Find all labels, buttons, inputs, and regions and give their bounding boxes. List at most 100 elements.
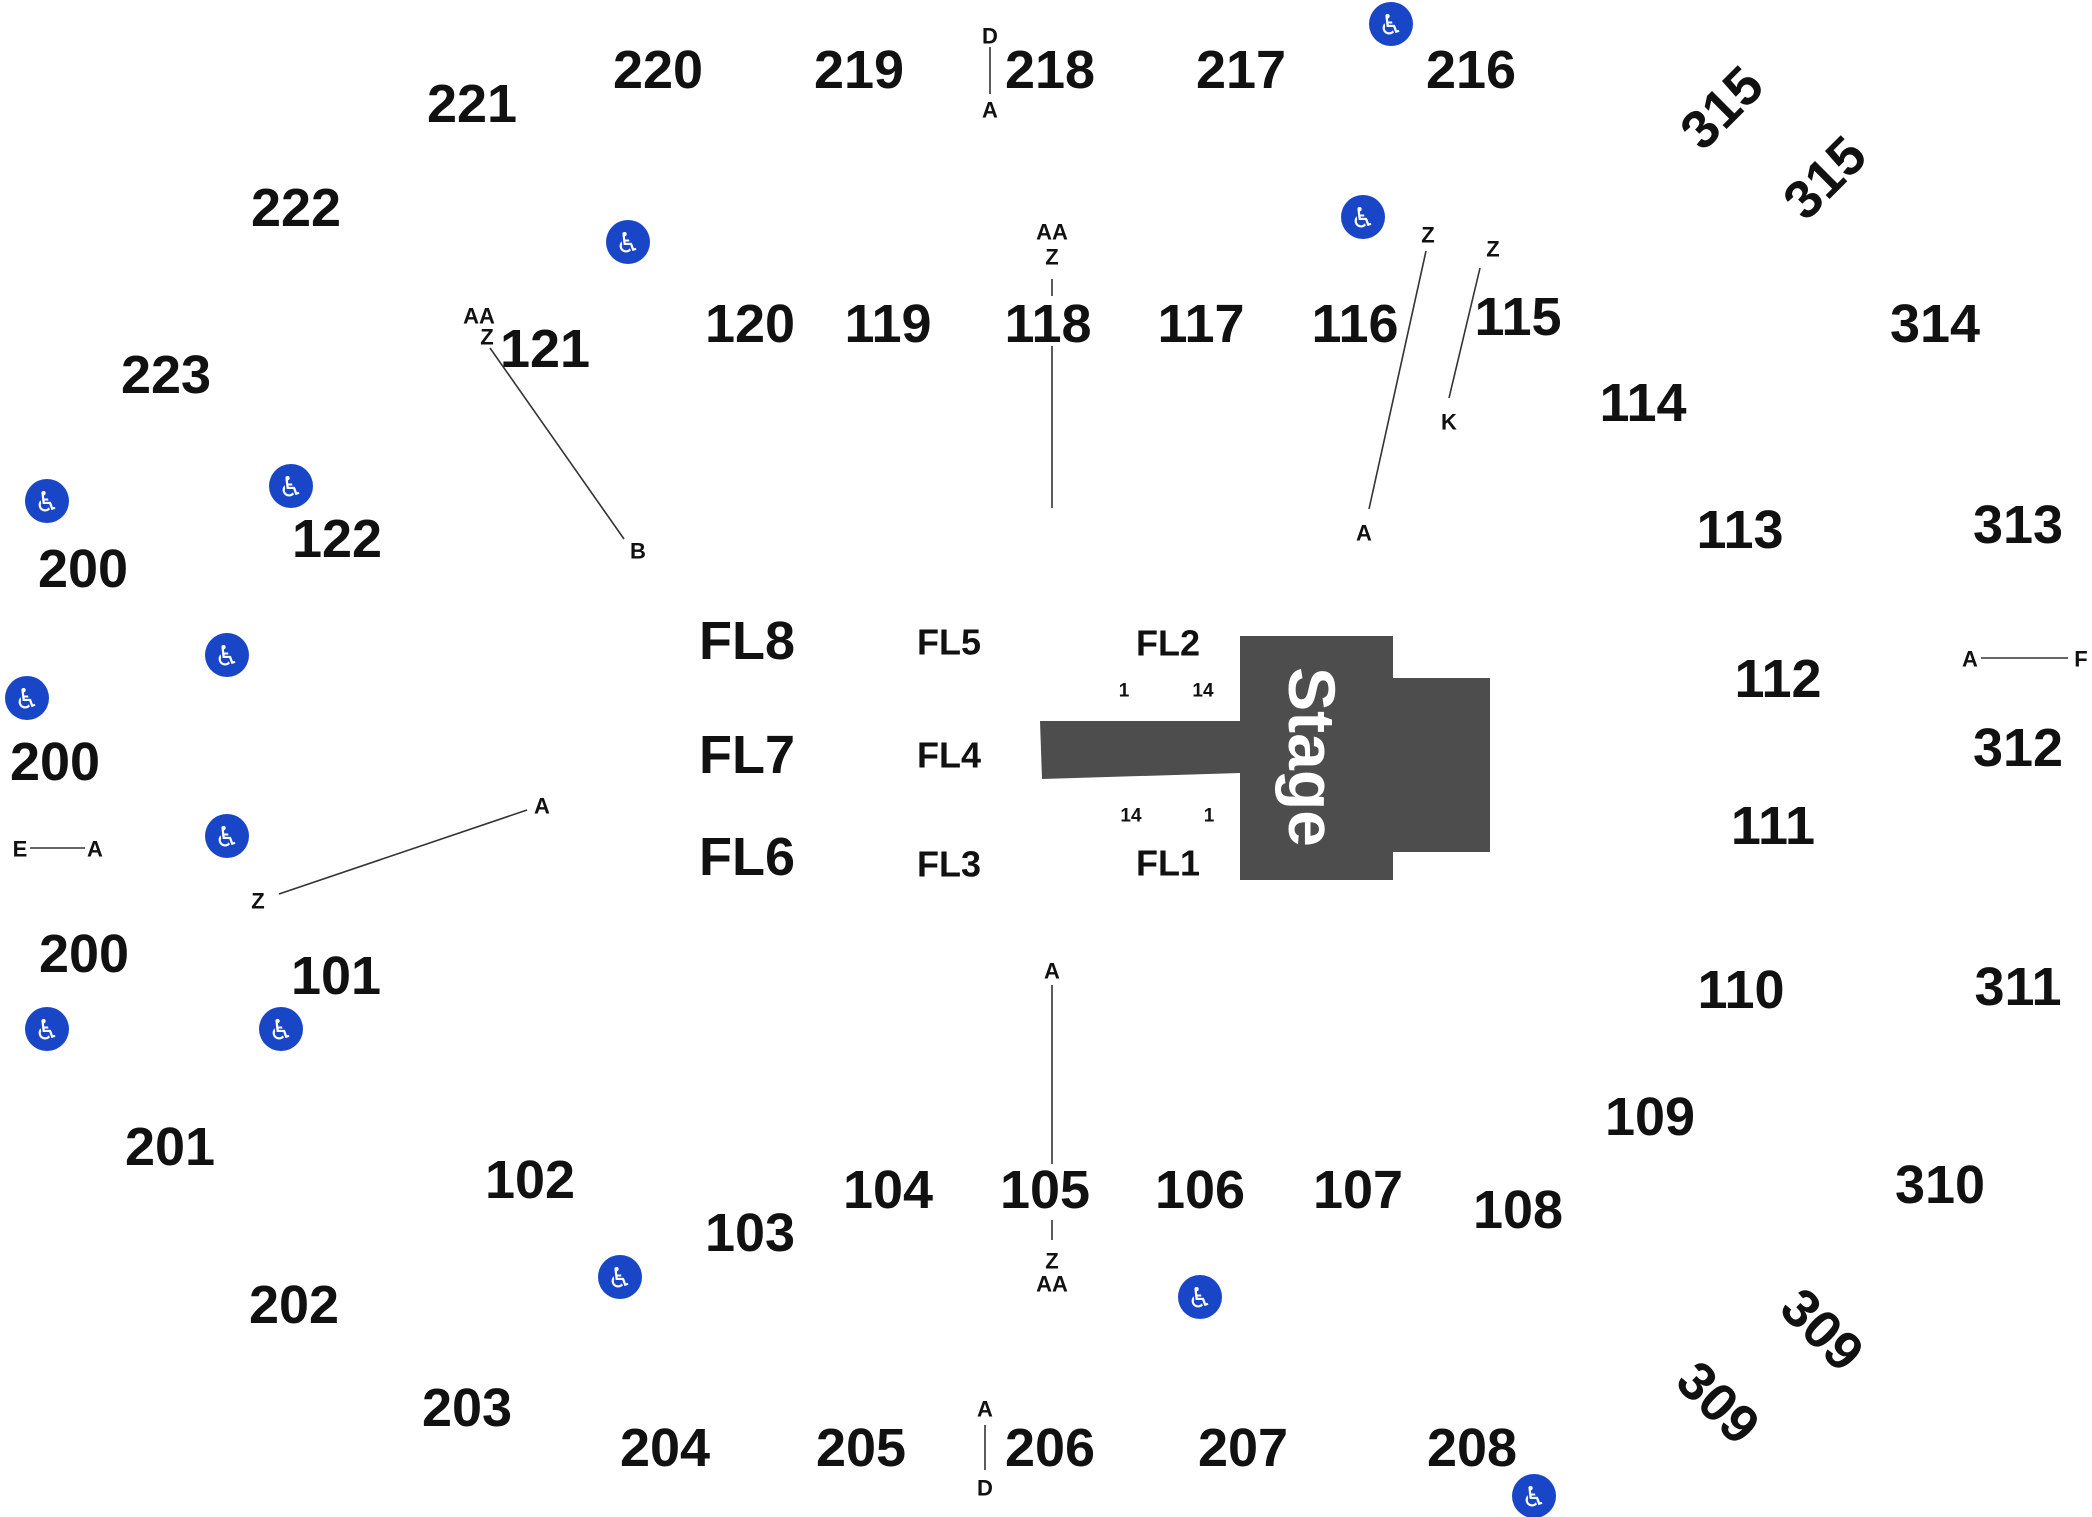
seat-label: 1 [1119, 681, 1130, 702]
wheelchair-icon[interactable]: ♿ [1341, 195, 1385, 239]
svg-text:♿: ♿ [607, 1262, 632, 1295]
floor-sections: FL8 FL7 FL6 FL5 FL4 FL3 FL2 FL1 1 14 14 … [699, 611, 1215, 887]
section-310[interactable]: 310 [1895, 1155, 1985, 1215]
wheelchair-icon[interactable]: ♿ [1512, 1474, 1556, 1517]
section-fl8[interactable]: FL8 [699, 611, 795, 671]
row-label: A [1962, 647, 1978, 672]
section-101[interactable]: 101 [291, 946, 381, 1006]
seat-label: 1 [1204, 806, 1215, 827]
accessibility-markers: ♿ ♿ ♿ ♿ ♿ ♿ ♿ ♿ ♿ ♿ ♿ ♿ ♿ [5, 2, 1556, 1517]
section-113[interactable]: 113 [1696, 500, 1783, 560]
section-200[interactable]: 200 [38, 539, 128, 599]
section-205[interactable]: 205 [816, 1418, 906, 1478]
section-114[interactable]: 114 [1599, 373, 1686, 433]
section-217[interactable]: 217 [1196, 40, 1286, 100]
wheelchair-icon[interactable]: ♿ [598, 1255, 642, 1299]
row-label: K [1441, 410, 1457, 435]
section-312[interactable]: 312 [1973, 718, 2063, 778]
wheelchair-icon[interactable]: ♿ [25, 479, 69, 523]
section-121[interactable]: 121 [500, 319, 590, 379]
section-314[interactable]: 314 [1890, 294, 1980, 354]
row-label: B [630, 539, 646, 564]
section-fl6[interactable]: FL6 [699, 827, 795, 887]
wheelchair-icon[interactable]: ♿ [1369, 2, 1413, 46]
svg-text:♿: ♿ [34, 486, 59, 519]
wheelchair-icon[interactable]: ♿ [205, 814, 249, 858]
wheelchair-icon[interactable]: ♿ [205, 633, 249, 677]
wheelchair-icon[interactable]: ♿ [1178, 1275, 1222, 1319]
section-117[interactable]: 117 [1157, 294, 1244, 354]
section-201[interactable]: 201 [125, 1117, 215, 1177]
wheelchair-icon[interactable]: ♿ [606, 220, 650, 264]
section-116[interactable]: 116 [1311, 294, 1398, 354]
section-109[interactable]: 109 [1605, 1087, 1695, 1147]
section-119[interactable]: 119 [844, 294, 931, 354]
section-207[interactable]: 207 [1198, 1418, 1288, 1478]
section-309[interactable]: 309 [1769, 1277, 1875, 1383]
wheelchair-icon[interactable]: ♿ [5, 676, 49, 720]
section-122[interactable]: 122 [292, 509, 382, 569]
section-fl7[interactable]: FL7 [699, 725, 795, 785]
section-108[interactable]: 108 [1473, 1180, 1563, 1240]
section-206[interactable]: 206 [1005, 1418, 1095, 1478]
svg-text:♿: ♿ [1350, 202, 1375, 235]
section-219[interactable]: 219 [814, 40, 904, 100]
section-fl3[interactable]: FL3 [917, 844, 981, 885]
section-106[interactable]: 106 [1155, 1160, 1245, 1220]
wheelchair-icon[interactable]: ♿ [269, 464, 313, 508]
section-104[interactable]: 104 [843, 1160, 933, 1220]
section-111[interactable]: 111 [1731, 796, 1815, 856]
row-label: A [1044, 959, 1060, 984]
row-label: A [977, 1397, 993, 1422]
svg-text:♿: ♿ [14, 683, 39, 716]
section-315[interactable]: 315 [1772, 125, 1878, 231]
section-120[interactable]: 120 [705, 294, 795, 354]
section-309[interactable]: 309 [1665, 1350, 1771, 1456]
section-208[interactable]: 208 [1427, 1418, 1517, 1478]
section-203[interactable]: 203 [422, 1378, 512, 1438]
section-315[interactable]: 315 [1669, 55, 1775, 161]
section-103[interactable]: 103 [705, 1203, 795, 1263]
seat-label: 14 [1192, 681, 1214, 702]
section-223[interactable]: 223 [121, 345, 211, 405]
row-label: D [982, 24, 998, 49]
row-label: A [982, 98, 998, 123]
section-fl5[interactable]: FL5 [917, 622, 981, 663]
section-202[interactable]: 202 [249, 1275, 339, 1335]
section-200[interactable]: 200 [10, 732, 100, 792]
row-label: Z [1045, 245, 1058, 270]
stage[interactable]: Stage [1040, 636, 1490, 880]
section-fl4[interactable]: FL4 [917, 735, 981, 776]
section-110[interactable]: 110 [1697, 960, 1784, 1020]
svg-text:♿: ♿ [214, 640, 239, 673]
wheelchair-icon[interactable]: ♿ [259, 1007, 303, 1051]
lower-level-sections: 120 119 118 117 116 115 114 113 112 111 … [291, 287, 1822, 1263]
svg-text:♿: ♿ [214, 821, 239, 854]
section-216[interactable]: 216 [1426, 40, 1516, 100]
section-107[interactable]: 107 [1313, 1160, 1403, 1220]
section-102[interactable]: 102 [485, 1150, 575, 1210]
stage-label: Stage [1275, 667, 1349, 847]
section-112[interactable]: 112 [1734, 649, 1821, 709]
section-118[interactable]: 118 [1004, 294, 1091, 354]
row-label: Z [480, 325, 493, 350]
section-fl2[interactable]: FL2 [1136, 623, 1200, 664]
section-313[interactable]: 313 [1973, 495, 2063, 555]
row-label: Z [251, 889, 264, 914]
section-204[interactable]: 204 [620, 1418, 710, 1478]
section-221[interactable]: 221 [427, 74, 517, 134]
section-218[interactable]: 218 [1005, 40, 1095, 100]
stage-runway [1040, 721, 1240, 779]
section-105[interactable]: 105 [1000, 1160, 1090, 1220]
section-222[interactable]: 222 [251, 178, 341, 238]
svg-text:♿: ♿ [278, 471, 303, 504]
section-fl1[interactable]: FL1 [1136, 843, 1200, 884]
wheelchair-icon[interactable]: ♿ [25, 1007, 69, 1051]
section-115[interactable]: 115 [1474, 287, 1561, 347]
section-200[interactable]: 200 [39, 924, 129, 984]
row-indicators: D A A D AA Z A Z AA AA Z B Z A Z K A Z E… [13, 24, 2088, 1501]
section-220[interactable]: 220 [613, 40, 703, 100]
side-level-sections: 315 315 314 313 312 311 310 309 309 [1665, 55, 2063, 1456]
section-311[interactable]: 311 [1974, 957, 2061, 1017]
